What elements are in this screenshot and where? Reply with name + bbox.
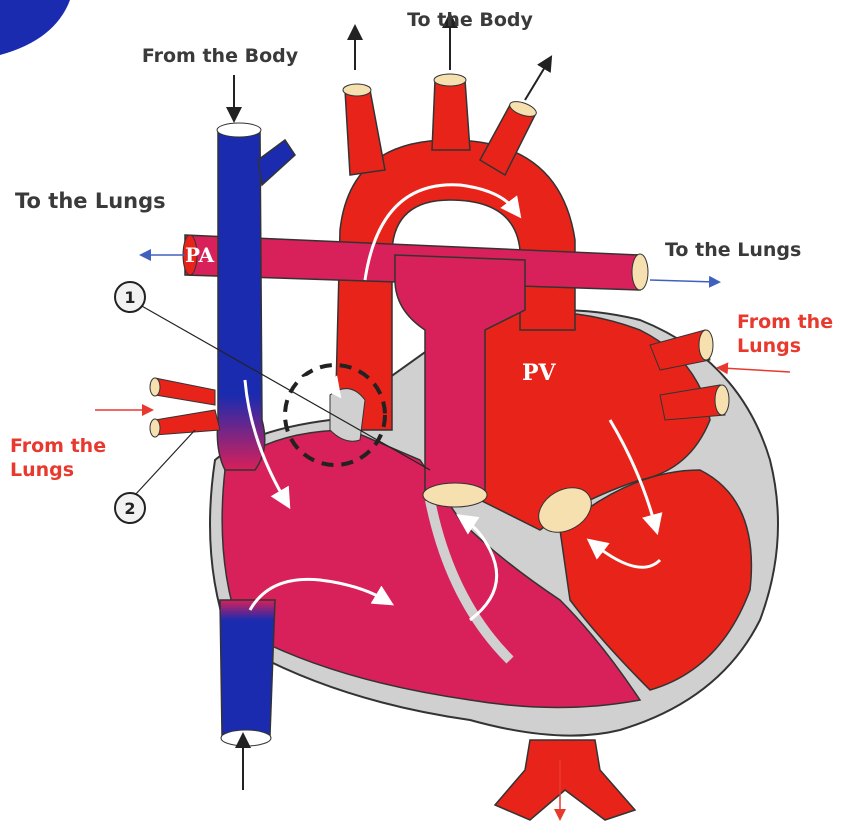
- label-to-the-body: To the Body: [407, 9, 533, 31]
- label-to-the-lungs-left: To the Lungs: [15, 189, 166, 213]
- branch-opening-left: [343, 84, 371, 96]
- label-from-the-lungs-right-2: Lungs: [737, 335, 801, 357]
- marker-2-label: 2: [124, 499, 135, 518]
- aorta-branch-middle: [432, 80, 470, 150]
- label-to-the-lungs-right: To the Lungs: [665, 239, 801, 261]
- aorta-branch-left: [345, 90, 385, 175]
- pa-right-opening: [632, 254, 648, 290]
- arrow-from-lungs-right: [722, 368, 790, 372]
- flow-arrow-shunt: [300, 377, 335, 390]
- arrow-to-lungs-right: [650, 280, 715, 282]
- superior-vena-cava: [217, 130, 264, 470]
- lpv-upper-opening: [150, 378, 160, 396]
- label-pa: PA: [185, 243, 215, 267]
- left-pulmonary-vein-upper: [155, 378, 215, 405]
- lpv-lower-opening: [150, 419, 160, 437]
- branch-opening-middle: [434, 74, 466, 86]
- shunt-vessel: [330, 389, 365, 442]
- svc-side-branch: [258, 140, 295, 185]
- arrow-to-body-right: [525, 62, 548, 100]
- pulmonary-valve: [423, 483, 487, 507]
- marker-1-label: 1: [124, 288, 135, 307]
- label-from-the-lungs-right-1: From the: [737, 311, 833, 333]
- left-pulmonary-vein-lower: [155, 410, 220, 435]
- label-from-the-body: From the Body: [142, 45, 299, 67]
- label-pv: PV: [522, 360, 557, 386]
- rpv-lower-opening: [715, 385, 729, 415]
- svc-opening: [217, 123, 261, 137]
- corner-decoration: [0, 0, 70, 55]
- label-from-the-lungs-left-2: Lungs: [10, 459, 74, 481]
- leader-line-2: [135, 430, 195, 495]
- label-from-the-lungs-left-1: From the: [10, 435, 106, 457]
- descending-aorta: [495, 740, 635, 820]
- rpv-upper-opening: [699, 330, 713, 360]
- ivc-opening: [221, 730, 271, 746]
- inferior-vena-cava: [220, 600, 275, 735]
